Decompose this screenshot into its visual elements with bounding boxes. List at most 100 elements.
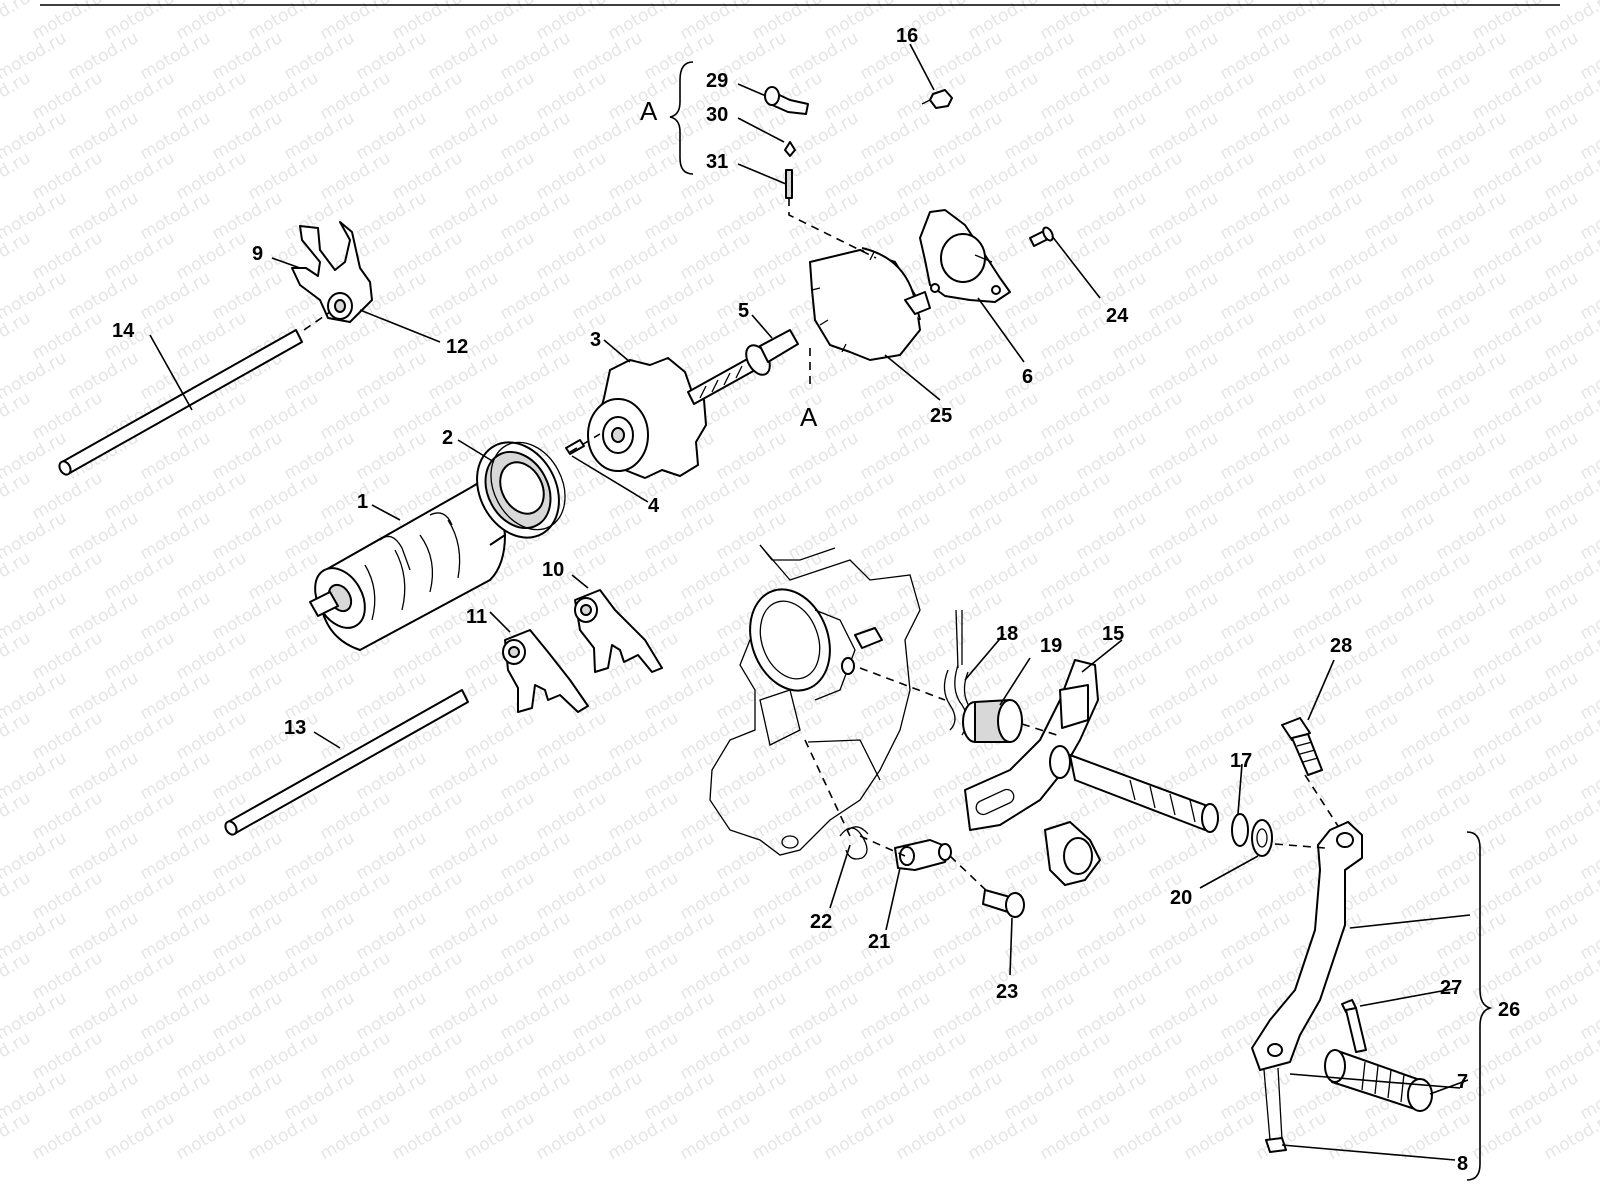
watermark-text: motod.ru xyxy=(1181,1028,1259,1084)
callout-24: 24 xyxy=(1106,305,1129,327)
watermark-text: motod.ru xyxy=(245,548,323,604)
watermark-text: motod.ru xyxy=(353,1068,431,1124)
watermark-text: motod.ru xyxy=(1073,428,1151,484)
watermark-text: motod.ru xyxy=(641,268,719,324)
watermark-text: motod.ru xyxy=(29,308,107,364)
watermark-text: motod.ru xyxy=(569,988,647,1044)
shift-fork-9 xyxy=(291,221,373,323)
watermark-text: motod.ru xyxy=(641,828,719,884)
watermark-text: motod.ru xyxy=(101,708,179,764)
watermark-text: motod.ru xyxy=(1469,548,1547,604)
watermark-text: motod.ru xyxy=(1217,1068,1295,1124)
watermark-text: motod.ru xyxy=(893,628,971,684)
watermark-text: motod.ru xyxy=(461,868,539,924)
watermark-text: motod.ru xyxy=(857,1068,935,1124)
watermark-text: motod.ru xyxy=(29,468,107,524)
watermark-text: motod.ru xyxy=(389,788,467,844)
watermark-text: motod.ru xyxy=(173,148,251,204)
watermark-text: motod.ru xyxy=(533,228,611,284)
watermark-text: motod.ru xyxy=(461,228,539,284)
watermark-text: motod.ru xyxy=(173,228,251,284)
watermark-text: motod.ru xyxy=(677,788,755,844)
watermark-text: motod.ru xyxy=(1469,388,1547,444)
watermark-text: motod.ru xyxy=(1181,388,1259,444)
watermark-text: motod.ru xyxy=(1073,1068,1151,1124)
pin-4 xyxy=(565,439,585,455)
watermark-text: motod.ru xyxy=(1397,468,1475,524)
watermark-text: motod.ru xyxy=(245,948,323,1004)
watermark-text: motod.ru xyxy=(605,308,683,364)
watermark-text: motod.ru xyxy=(569,748,647,804)
watermark-text: motod.ru xyxy=(677,948,755,1004)
watermark-text: motod.ru xyxy=(1001,348,1079,404)
watermark-text: motod.ru xyxy=(65,748,143,804)
watermark-text: motod.ru xyxy=(785,28,863,84)
watermark-text: motod.ru xyxy=(1145,828,1223,884)
watermark-text: motod.ru xyxy=(29,388,107,444)
shift-fork-10 xyxy=(574,589,663,673)
watermark-text: motod.ru xyxy=(1361,268,1439,324)
callout-3: 3 xyxy=(590,329,601,351)
watermark-text: motod.ru xyxy=(677,0,755,44)
watermark-text: motod.ru xyxy=(281,828,359,884)
watermark-text: motod.ru xyxy=(1037,548,1115,604)
watermark-text: motod.ru xyxy=(605,948,683,1004)
callout-16: 16 xyxy=(896,25,918,47)
watermark-text: motod.ru xyxy=(137,268,215,324)
watermark-text: motod.ru xyxy=(209,828,287,884)
watermark-text: motod.ru xyxy=(497,108,575,164)
callout-6: 6 xyxy=(1022,366,1033,388)
watermark-text: motod.ru xyxy=(1217,508,1295,564)
watermark-text: motod.ru xyxy=(641,988,719,1044)
watermark-text: motod.ru xyxy=(1505,908,1583,964)
watermark-text: motod.ru xyxy=(1253,388,1331,444)
watermark-text: motod.ru xyxy=(497,268,575,324)
watermark-text: motod.ru xyxy=(461,1108,539,1164)
watermark-text: motod.ru xyxy=(1253,548,1331,604)
watermark-text: motod.ru xyxy=(281,908,359,964)
watermark-text: motod.ru xyxy=(569,268,647,324)
watermark-text: motod.ru xyxy=(137,28,215,84)
watermark-text: motod.ru xyxy=(389,148,467,204)
watermark-text: motod.ru xyxy=(281,108,359,164)
watermark-text: motod.ru xyxy=(1217,428,1295,484)
watermark-text: motod.ru xyxy=(209,508,287,564)
watermark-text: motod.ru xyxy=(569,508,647,564)
watermark-text: motod.ru xyxy=(605,1028,683,1084)
watermark-text: motod.ru xyxy=(569,188,647,244)
watermark-text: motod.ru xyxy=(1505,668,1583,724)
watermark-text: motod.ru xyxy=(1469,628,1547,684)
watermark-text: motod.ru xyxy=(929,348,1007,404)
shift-drum-1 xyxy=(309,475,506,651)
watermark-text: motod.ru xyxy=(677,228,755,284)
watermark-text: motod.ru xyxy=(1361,748,1439,804)
watermark-text: motod.ru xyxy=(785,348,863,404)
watermark-text: motod.ru xyxy=(1577,0,1600,4)
watermark-text: motod.ru xyxy=(497,988,575,1044)
watermark-text: motod.ru xyxy=(1433,828,1511,884)
watermark-text: motod.ru xyxy=(1145,28,1223,84)
watermark-text: motod.ru xyxy=(317,68,395,124)
watermark-text: motod.ru xyxy=(749,0,827,44)
watermark-text: motod.ru xyxy=(425,28,503,84)
watermark-text: motod.ru xyxy=(1433,28,1511,84)
watermark-text: motod.ru xyxy=(605,0,683,44)
watermark-text: motod.ru xyxy=(461,148,539,204)
watermark-text: motod.ru xyxy=(497,348,575,404)
watermark-text: motod.ru xyxy=(821,1108,899,1164)
watermark-text: motod.ru xyxy=(785,188,863,244)
watermark-text: motod.ru xyxy=(1397,148,1475,204)
watermark-text: motod.ru xyxy=(1217,28,1295,84)
watermark-text: motod.ru xyxy=(29,1108,107,1164)
watermark-text: motod.ru xyxy=(749,468,827,524)
watermark-text: motod.ru xyxy=(65,268,143,324)
watermark-text: motod.ru xyxy=(929,108,1007,164)
watermark-text: motod.ru xyxy=(245,0,323,44)
watermark-text: motod.ru xyxy=(1253,148,1331,204)
watermark-text: motod.ru xyxy=(1289,508,1367,564)
watermark-text: motod.ru xyxy=(353,428,431,484)
watermark-text: motod.ru xyxy=(101,148,179,204)
watermark-text: motod.ru xyxy=(641,668,719,724)
watermark-text: motod.ru xyxy=(1505,588,1583,644)
watermark-text: motod.ru xyxy=(1469,0,1547,44)
